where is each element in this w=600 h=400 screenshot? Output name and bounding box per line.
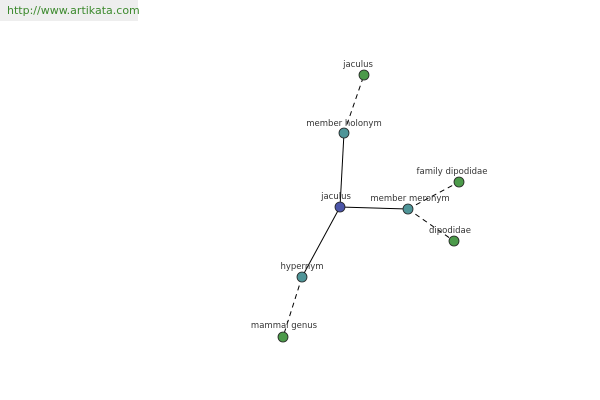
node-label-member-meronym[interactable]: member meronym [370,194,449,204]
graph-edges [282,74,460,338]
node-member-holonym[interactable] [338,127,350,139]
node-label-member-holonym[interactable]: member holonym [306,119,381,129]
node-member-meronym[interactable] [402,203,414,215]
node-label-family-dipodidae[interactable]: family dipodidae [417,167,488,177]
graph-labels: jaculus member holonym member meronym hyper… [251,60,488,331]
node-mammal-genus[interactable] [277,331,289,343]
edge-center-to-member-holonym [339,132,345,208]
node-family-dipodidae[interactable] [453,176,465,188]
node-label-dipodidae[interactable]: dipodidae [429,226,471,236]
node-label-center[interactable]: jaculus [320,192,351,202]
node-label-jaculus-leaf[interactable]: jaculus [342,60,373,70]
node-hypernym[interactable] [296,271,308,283]
graph-nodes [277,69,465,343]
node-jaculus-leaf[interactable] [358,69,370,81]
node-label-hypernym[interactable]: hypernym [280,262,323,272]
edge-hypernym-to-mammal-genus [282,276,303,338]
edge-member-meronym-to-dipodidae [407,208,455,242]
edge-member-holonym-to-jaculus-leaf [343,74,365,134]
edge-member-meronym-to-family-dipodidae [407,181,460,210]
site-url-banner[interactable]: http://www.artikata.com [0,0,140,21]
site-url-link[interactable]: http://www.artikata.com [7,4,140,17]
node-center[interactable] [334,201,346,213]
edge-center-to-hypernym [301,206,341,278]
edge-center-to-member-meronym [339,206,409,210]
node-dipodidae[interactable] [448,235,460,247]
node-label-mammal-genus[interactable]: mammal genus [251,321,318,331]
